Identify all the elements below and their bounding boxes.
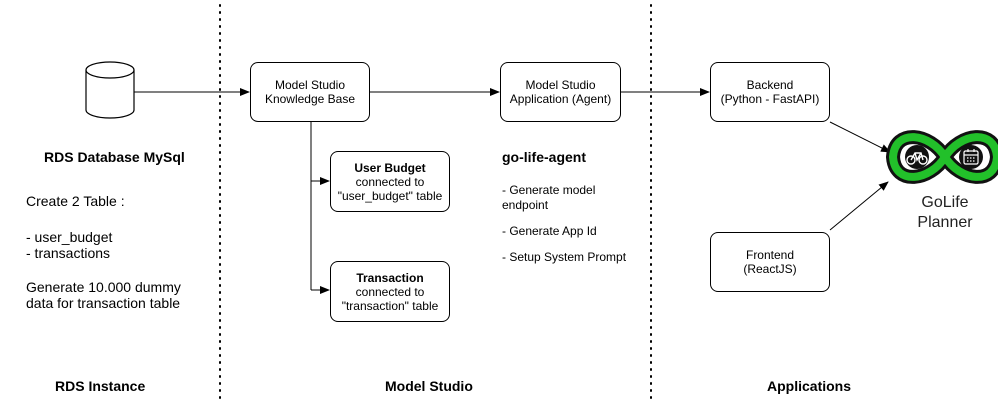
transaction-line2: "transaction" table xyxy=(341,298,439,313)
agent-app-line2: Application (Agent) xyxy=(509,92,612,106)
agent-title: go-life-agent xyxy=(502,149,586,165)
rds-table-user-budget: - user_budget xyxy=(26,229,113,245)
section-label-model-studio: Model Studio xyxy=(385,378,473,394)
frontend-line1: Frontend xyxy=(745,248,795,262)
user-budget-line2: "user_budget" table xyxy=(337,188,443,203)
backend-box: Backend (Python - FastAPI) xyxy=(710,62,830,122)
section-label-rds: RDS Instance xyxy=(55,378,146,394)
calendar-icon xyxy=(963,149,979,165)
rds-table-transactions: - transactions xyxy=(26,245,111,261)
backend-line1: Backend xyxy=(746,78,794,92)
transaction-line1: connected to xyxy=(355,284,425,299)
user-budget-line1: connected to xyxy=(355,174,425,189)
rds-generate-line1: Generate 10.000 dummy xyxy=(26,279,181,295)
backend-line2: (Python - FastAPI) xyxy=(720,92,820,106)
section-label-applications: Applications xyxy=(767,378,852,394)
agent-app-line1: Model Studio xyxy=(525,78,596,92)
agent-step-3: - Setup System Prompt xyxy=(502,250,627,264)
bicycle-icon xyxy=(906,152,928,165)
transaction-box: Transaction connected to "transaction" t… xyxy=(330,261,450,322)
knowledge-base-box: Model Studio Knowledge Base xyxy=(250,62,370,122)
golife-logo-text: GoLife Planner xyxy=(905,193,985,233)
golife-logo-icon xyxy=(886,130,998,184)
agent-step-1a: - Generate model xyxy=(502,183,596,197)
agent-app-box: Model Studio Application (Agent) xyxy=(500,62,621,122)
frontend-line2: (ReactJS) xyxy=(743,262,797,276)
rds-generate-line2: data for transaction table xyxy=(26,295,181,311)
database-icon xyxy=(85,61,135,119)
knowledge-base-line1: Model Studio xyxy=(274,78,346,92)
knowledge-base-line2: Knowledge Base xyxy=(264,92,356,106)
arrow-frontend-to-logo xyxy=(829,181,889,231)
arrow-backend-to-logo xyxy=(829,121,891,153)
rds-create-tables: Create 2 Table : xyxy=(26,193,125,209)
agent-step-2: - Generate App Id xyxy=(502,224,597,238)
user-budget-title: User Budget xyxy=(354,160,426,175)
frontend-box: Frontend (ReactJS) xyxy=(710,232,830,292)
user-budget-box: User Budget connected to "user_budget" t… xyxy=(330,151,450,212)
golife-logo-line1: GoLife xyxy=(921,194,969,211)
rds-title: RDS Database MySql xyxy=(44,149,185,165)
agent-step-1b: endpoint xyxy=(502,198,549,212)
golife-logo-line2: Planner xyxy=(917,214,973,231)
transaction-title: Transaction xyxy=(356,270,424,285)
